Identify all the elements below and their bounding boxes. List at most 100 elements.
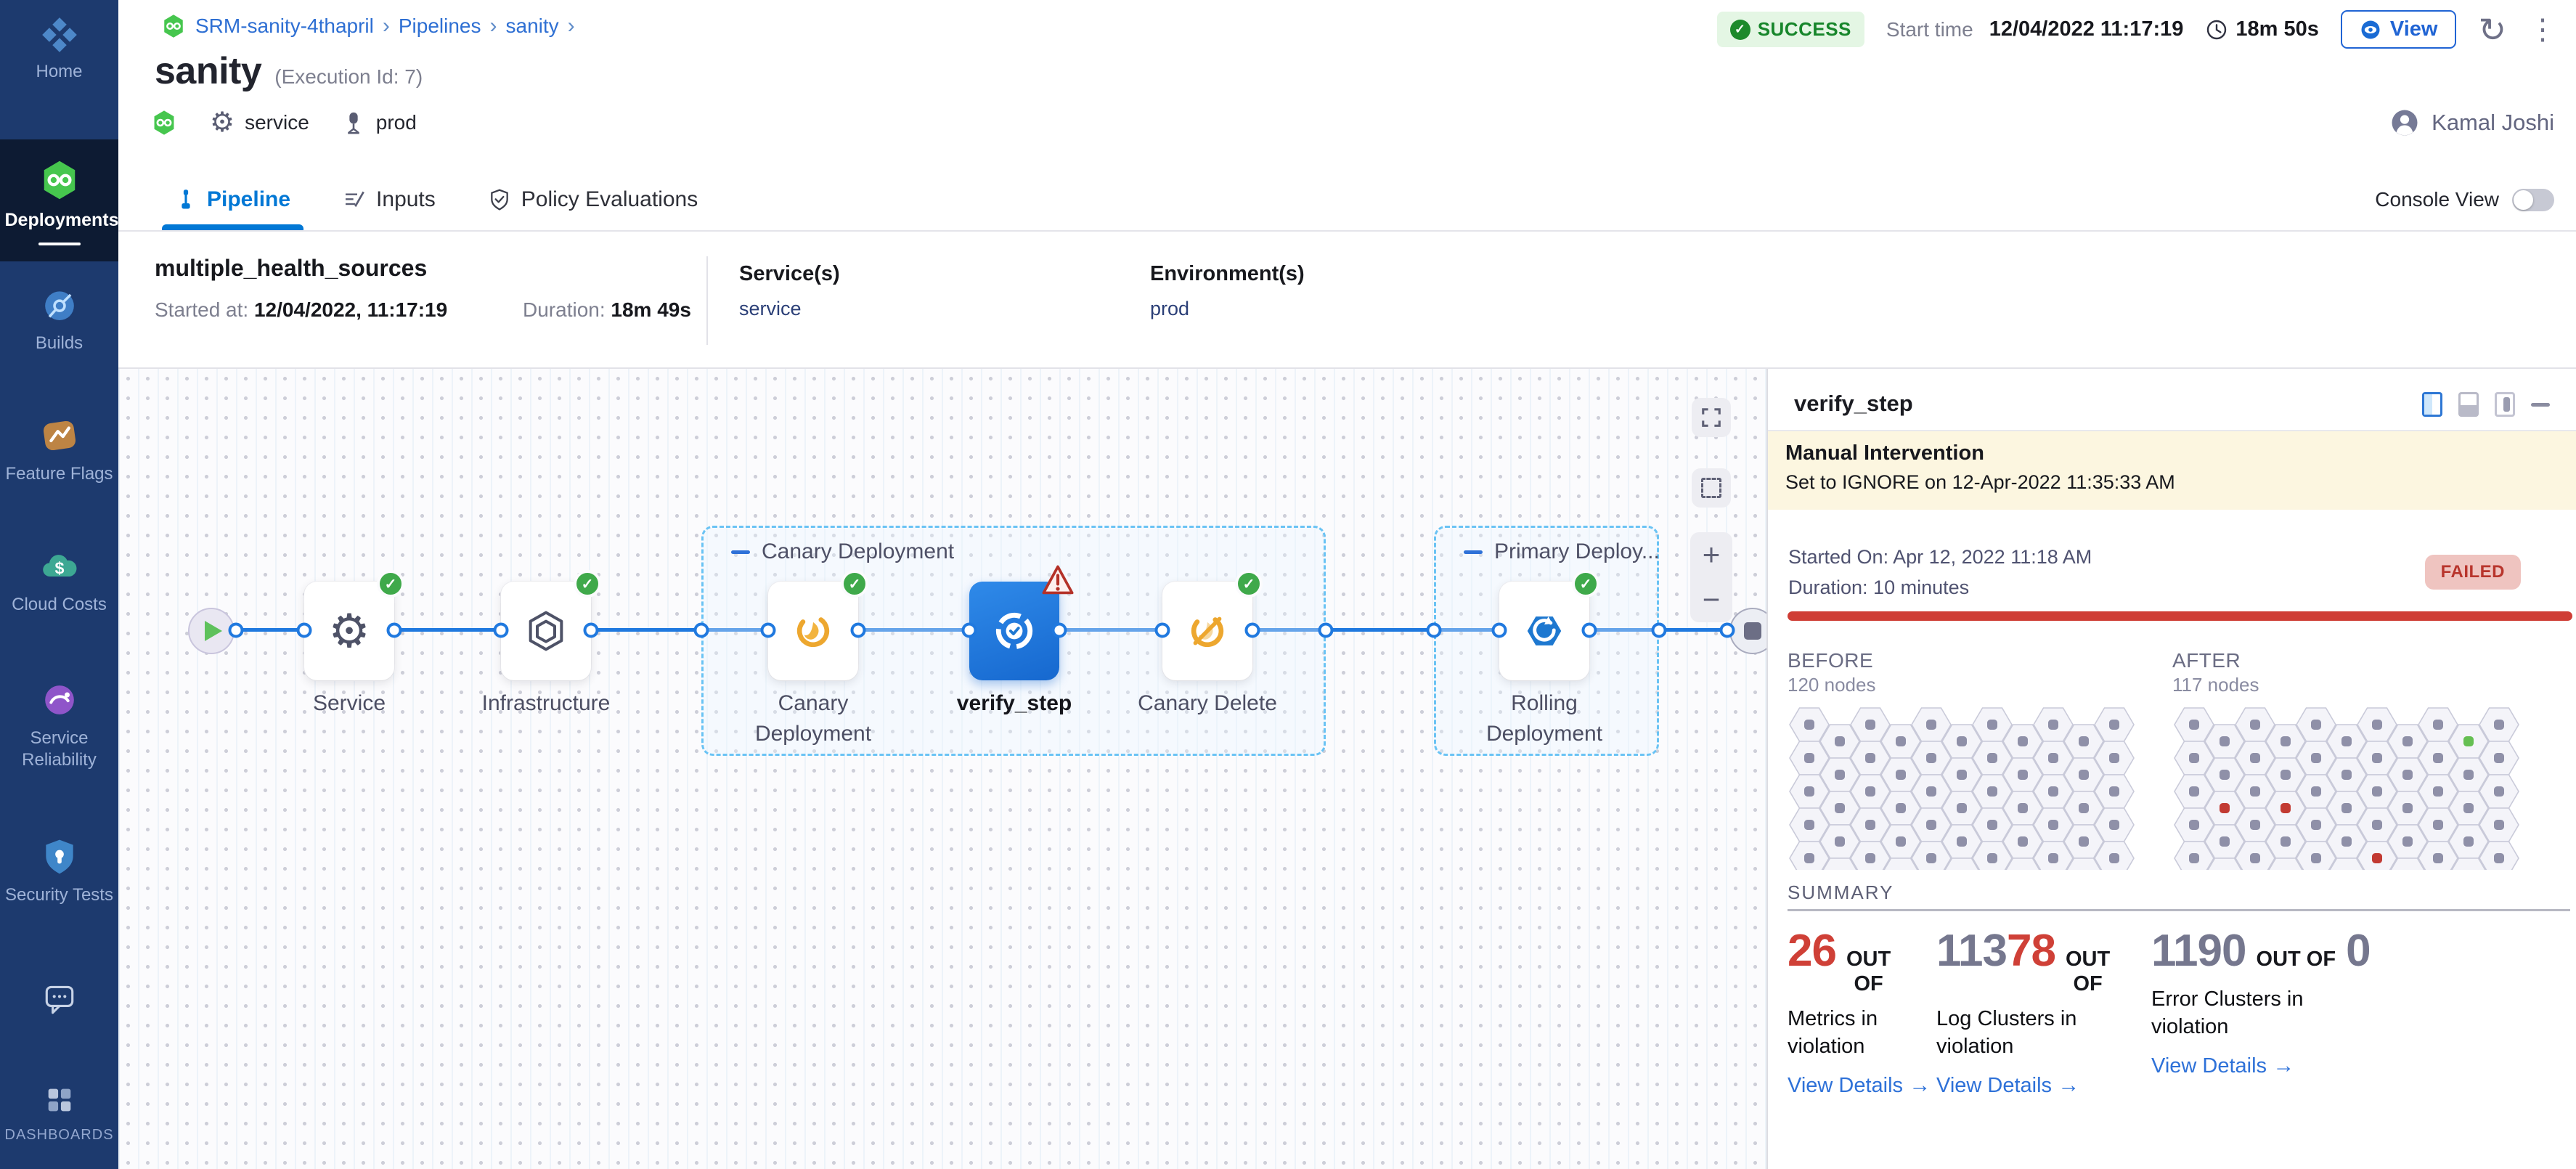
environment-tag[interactable]: prod — [341, 110, 417, 136]
pipeline-canvas[interactable]: Canary Deployment Primary Deploy... ⚙ ✓ … — [118, 369, 1766, 1169]
marquee-select-button[interactable] — [1692, 468, 1731, 508]
layout-bottom-icon[interactable] — [2458, 392, 2479, 417]
sidebar-item-home[interactable]: Home — [0, 16, 118, 83]
environment-link[interactable]: prod — [1150, 298, 1190, 319]
breadcrumb-pipeline-name[interactable]: sanity — [505, 15, 559, 37]
node-canary-deployment[interactable]: ✓ — [768, 570, 868, 680]
view-details-link[interactable]: View Details — [2151, 1054, 2413, 1078]
node-service[interactable]: ⚙ ✓ — [304, 570, 404, 680]
toggle-knob — [2514, 190, 2533, 210]
connector-port — [386, 622, 402, 638]
sidebar-item-dashboards[interactable]: DASHBOARDS — [0, 1083, 118, 1146]
node-label-rolling-deployment: Rolling Deployment — [1485, 691, 1603, 746]
breadcrumb-pipelines[interactable]: Pipelines — [398, 15, 481, 37]
node-rolling-deployment[interactable]: ✓ — [1499, 570, 1599, 680]
sidebar-item-security-tests[interactable]: Security Tests — [0, 836, 118, 906]
view-details-link[interactable]: View Details — [1936, 1073, 2147, 1098]
tab-pipeline[interactable]: Pipeline — [161, 169, 304, 230]
fullscreen-button[interactable] — [1692, 398, 1731, 437]
node-canary-delete[interactable]: ✓ — [1162, 570, 1263, 680]
sidebar-item-builds[interactable]: Builds — [0, 285, 118, 354]
chevron-right-icon: › — [567, 14, 575, 38]
end-node[interactable] — [1729, 608, 1766, 654]
cloud-costs-icon: $ — [39, 546, 80, 587]
divider — [1788, 909, 2570, 911]
start-time-label: Start time — [1886, 17, 1973, 41]
play-icon — [205, 621, 222, 641]
node-label-service: Service — [312, 691, 386, 715]
service-gear-icon: ⚙ — [328, 605, 370, 657]
console-view-toggle[interactable] — [2512, 188, 2554, 211]
canary-icon — [796, 614, 830, 648]
duration-value: 18m 50s — [2205, 17, 2319, 41]
canary-delete-icon — [1191, 614, 1224, 648]
view-button[interactable]: View — [2340, 10, 2457, 49]
avatar-icon — [2392, 110, 2418, 136]
kebab-menu-icon[interactable]: ⋮ — [2528, 13, 2557, 46]
environments-block: Environment(s) prod — [1150, 262, 1305, 319]
refresh-icon[interactable]: ↻ — [2478, 10, 2506, 49]
before-label: BEFORE — [1788, 649, 1874, 672]
node-infrastructure[interactable]: ✓ — [501, 570, 601, 680]
sidebar-nav: Home Deployments Builds Feature Flags $ — [0, 0, 118, 1169]
check-icon: ✓ — [1729, 19, 1750, 40]
pipeline-icon — [182, 190, 190, 209]
breadcrumb-project[interactable]: SRM-sanity-4thapril — [195, 15, 374, 37]
success-badge-icon: ✓ — [1235, 570, 1263, 598]
layout-float-icon[interactable] — [2495, 392, 2515, 417]
zoom-in-button[interactable]: + — [1702, 537, 1721, 571]
deployments-icon — [38, 158, 81, 202]
environment-icon — [347, 112, 359, 134]
sidebar-item-feature-flags[interactable]: Feature Flags — [0, 415, 118, 485]
metric-label: violation — [2151, 1015, 2229, 1038]
zoom-controls: + − — [1690, 532, 1732, 622]
run-started-at: Started at: 12/04/2022, 11:17:19 — [155, 298, 448, 321]
service-tag[interactable]: ⚙ service — [210, 107, 309, 138]
group-title-canary[interactable]: Canary Deployment — [731, 539, 954, 564]
tab-inputs[interactable]: Inputs — [343, 169, 436, 230]
node-label-infrastructure: Infrastructure — [481, 691, 611, 715]
tab-policy-evaluations[interactable]: Policy Evaluations — [488, 169, 698, 230]
execution-id: (Execution Id: 7) — [274, 65, 423, 88]
home-icon — [41, 16, 78, 54]
svg-text:$: $ — [54, 559, 64, 578]
before-node-grid[interactable] — [1788, 704, 2154, 870]
collapse-icon[interactable] — [1464, 550, 1483, 554]
step-timing: Started On: Apr 12, 2022 11:18 AM Durati… — [1788, 542, 2092, 603]
collapse-icon[interactable] — [731, 550, 750, 554]
after-node-grid[interactable] — [2172, 704, 2539, 870]
connector-port — [296, 622, 312, 638]
sidebar-item-chat[interactable] — [0, 980, 118, 1024]
connector-port — [1719, 622, 1735, 638]
metric-label: Error Clusters in — [2151, 987, 2304, 1011]
sidebar-item-service-reliability[interactable]: Service Reliability — [0, 680, 118, 771]
minimize-panel-icon[interactable] — [2531, 402, 2550, 407]
step-duration: Duration: 10 minutes — [1788, 577, 1970, 598]
user-name: Kamal Joshi — [2432, 110, 2554, 135]
status-badge: ✓ SUCCESS — [1716, 12, 1864, 47]
node-verify-step[interactable] — [969, 565, 1074, 680]
divider — [1768, 430, 2576, 431]
sidebar-item-cloud-costs[interactable]: $ Cloud Costs — [0, 546, 118, 616]
zoom-out-button[interactable]: − — [1702, 582, 1721, 616]
manual-intervention-banner: Manual Intervention Set to IGNORE on 12-… — [1768, 431, 2576, 510]
start-node[interactable] — [188, 608, 235, 654]
pipeline-title-row: sanity (Execution Id: 7) — [155, 49, 423, 93]
success-badge-icon: ✓ — [574, 570, 601, 598]
success-badge-icon: ✓ — [841, 570, 868, 598]
sidebar-item-deployments[interactable]: Deployments — [0, 139, 118, 261]
panel-layout-controls — [2422, 392, 2550, 417]
pipeline-hexagon-icon — [150, 109, 178, 137]
connector-port — [1426, 622, 1442, 638]
layout-right-icon[interactable] — [2422, 392, 2442, 417]
gear-icon: ⚙ — [210, 107, 235, 138]
divider — [706, 256, 708, 345]
group-title-primary[interactable]: Primary Deploy... — [1464, 539, 1660, 564]
service-link[interactable]: service — [739, 298, 802, 319]
builds-icon — [39, 285, 80, 325]
view-details-link[interactable]: View Details — [1788, 1073, 1933, 1098]
metric-value-secondary: 0 — [2346, 926, 2371, 976]
user-menu[interactable]: Kamal Joshi — [2389, 107, 2554, 138]
